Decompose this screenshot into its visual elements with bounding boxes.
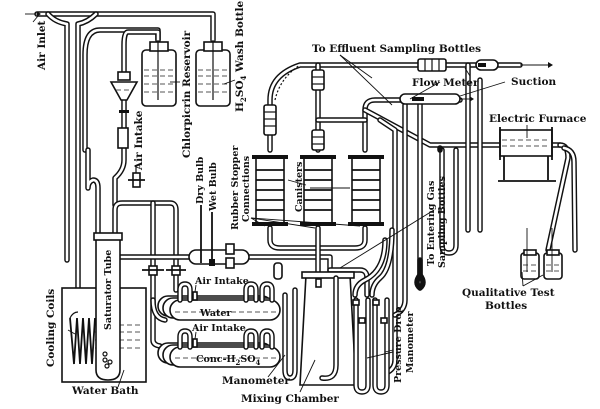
mixing-chamber [299,271,357,386]
suction-arrows [460,62,553,102]
manometer [273,262,298,381]
pressure-drop-label-1: Pressure Drop [393,306,404,383]
air-intake-2-label: Air Intake [191,323,246,334]
wet-bulb-label: Wet Bulb [208,162,219,212]
cooling-coils-label: Cooling Coils [45,289,57,367]
pressure-drop-label-2: Manometer [405,311,416,373]
saturator-tube-label: Saturator Tube [103,250,114,330]
qualitative-test-bottles [520,228,563,280]
canister-2 [300,155,336,226]
electric-furnace-label: Electric Furnace [489,113,587,125]
pressure-drop-manometer [352,297,390,395]
cooling-coils [69,311,96,365]
entering-gas-label-2: Sampling Bottles [437,176,448,268]
mixing-chamber-label: Mixing Chamber [241,393,339,405]
air-intake-1-label: Air Intake [194,276,249,287]
stopcocks [142,265,186,276]
separatory-funnel [109,71,139,149]
suction-label: Suction [511,76,556,88]
dry-wet-bulb-chamber [188,205,250,269]
qualitative-test-label-2: Bottles [485,300,527,312]
air-intake-stopcock [128,165,145,188]
bulb-tubes [414,145,459,291]
wash-bottle-label: H2SO4 Wash Bottle [234,0,248,112]
water-bath-label: Water Bath [71,385,139,397]
water-label: Water [199,308,232,319]
canister-3 [348,155,384,226]
conc-h2so4-label: Conc-H2SO4 [196,354,261,367]
manometer-label: Manometer [222,375,290,387]
leader-lines [67,54,544,393]
electric-furnace [498,127,556,182]
dry-bulb-label: Dry Bulb [195,156,206,204]
saturator-tube [93,232,123,381]
effluent-label: To Effluent Sampling Bottles [312,43,481,55]
canister-1 [252,155,288,226]
conc-h2so4-drying-bottle [157,328,281,368]
water-drying-bottle [157,281,281,321]
canisters-label: Canisters [294,162,305,212]
labels: Air Inlet Chlorpicrin Reservoir H2SO4 Wa… [36,0,587,405]
rubber-stopper-label-2: Connections [241,156,252,222]
air-inlet-label: Air Inlet [36,20,48,71]
chlorpicrin-reservoir-label: Chlorpicrin Reservoir [181,30,193,158]
h2so4-wash-bottle [195,40,231,107]
entering-gas-label-1: To Entering Gas [426,181,437,266]
air-inlet-arrow [25,11,41,23]
qualitative-test-label-1: Qualitative Test [462,287,555,299]
flow-meter-label: Flow Meter [412,77,479,89]
chlorpicrin-reservoir [141,40,177,107]
air-intake-top-label: Air Intake [133,110,145,171]
rubber-connectors [263,58,447,151]
rubber-stopper-label-1: Rubber Stopper [230,145,241,230]
